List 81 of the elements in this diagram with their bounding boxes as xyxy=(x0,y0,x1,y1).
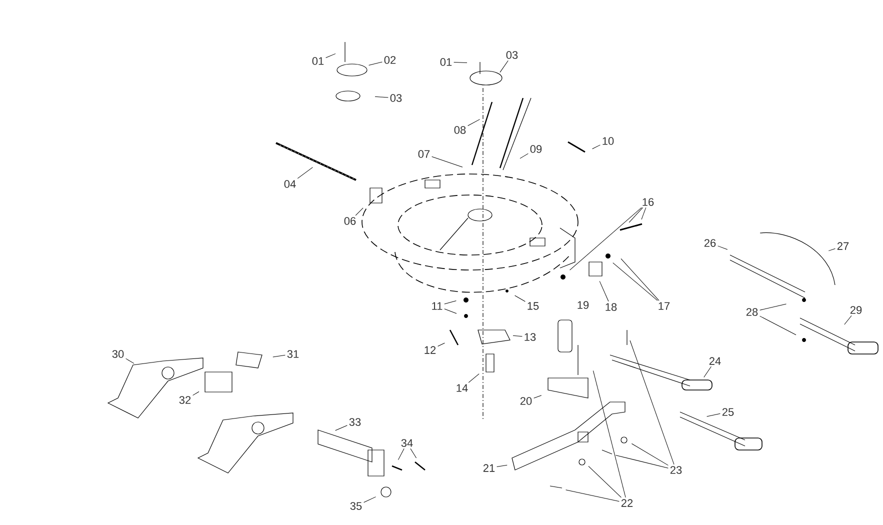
leader-line xyxy=(335,425,348,431)
callout-number: 23 xyxy=(670,466,682,474)
leader-line xyxy=(272,354,286,358)
leader-line xyxy=(454,62,468,64)
leader-line xyxy=(438,342,445,347)
leader-line xyxy=(432,156,463,168)
leader-line xyxy=(844,315,852,325)
callout-number: 07 xyxy=(418,150,430,158)
leader-line xyxy=(620,258,660,301)
leader-line xyxy=(192,391,200,396)
callout-number: 06 xyxy=(344,217,356,225)
leader-line xyxy=(566,490,620,502)
callout-number: 17 xyxy=(658,302,670,310)
leader-line xyxy=(297,167,313,179)
leader-line xyxy=(520,153,528,159)
leader-line xyxy=(612,262,658,301)
callout-number: 09 xyxy=(530,145,542,153)
leader-line xyxy=(468,119,480,126)
callout-number: 20 xyxy=(520,397,532,405)
callout-number: 01 xyxy=(440,58,452,66)
leader-line xyxy=(628,207,644,223)
callout-number: 25 xyxy=(722,408,734,416)
leader-line xyxy=(468,374,480,383)
callout-number: 01 xyxy=(312,57,324,65)
leader-line xyxy=(599,280,609,302)
callout-number: 16 xyxy=(642,198,654,206)
callout-number: 08 xyxy=(454,126,466,134)
callout-number: 19 xyxy=(578,301,589,309)
leader-line xyxy=(630,340,674,465)
leader-line xyxy=(631,443,668,466)
leader-line xyxy=(514,295,526,302)
callout-number: 31 xyxy=(287,350,299,358)
callout-number: 14 xyxy=(456,384,468,392)
callout-number: 34 xyxy=(401,439,413,447)
leader-line xyxy=(641,207,646,220)
leader-line xyxy=(718,246,728,250)
callout-number: 28 xyxy=(746,308,758,316)
leader-line xyxy=(496,464,508,467)
leader-line xyxy=(592,370,626,498)
callout-number: 35 xyxy=(350,502,362,510)
leader-line xyxy=(444,308,457,314)
callout-number: 12 xyxy=(424,346,436,354)
callout-number: 29 xyxy=(850,306,862,314)
callout-number: 22 xyxy=(621,499,633,507)
leader-line xyxy=(760,304,786,310)
callout-number: 33 xyxy=(349,418,361,426)
leader-line xyxy=(398,448,404,460)
callout-number: 21 xyxy=(483,464,495,472)
leader-line xyxy=(760,316,796,336)
leader-line xyxy=(512,335,522,337)
callout-number: 26 xyxy=(704,239,716,247)
callout-number: 03 xyxy=(390,94,402,102)
callout-number: 02 xyxy=(384,56,396,64)
callout-number: 32 xyxy=(179,396,191,404)
callout-number: 03 xyxy=(506,51,518,59)
callout-number: 24 xyxy=(709,357,721,365)
leader-line xyxy=(364,496,376,503)
leader-line xyxy=(410,448,417,458)
callout-number: 15 xyxy=(528,302,539,310)
leader-line xyxy=(828,248,836,252)
leader-line xyxy=(444,300,456,304)
leader-line xyxy=(368,62,382,66)
callout-number: 10 xyxy=(602,137,614,145)
leader-line xyxy=(126,358,134,364)
leader-line xyxy=(706,413,720,417)
callout-number: 11 xyxy=(432,302,442,310)
callout-number: 27 xyxy=(837,242,849,250)
leader-line xyxy=(355,208,364,216)
leader-line xyxy=(500,60,508,73)
callout-number: 18 xyxy=(606,303,617,311)
callout-number: 30 xyxy=(112,350,124,358)
leader-line xyxy=(534,395,542,398)
leader-line xyxy=(592,144,600,150)
leader-line xyxy=(704,366,712,378)
leader-line xyxy=(570,207,642,270)
callout-number: 04 xyxy=(284,180,296,188)
leader-line xyxy=(615,454,668,468)
callout-number: 13 xyxy=(524,333,536,341)
leader-line xyxy=(326,53,336,58)
leader-line xyxy=(374,96,388,98)
leader-line xyxy=(588,466,622,498)
